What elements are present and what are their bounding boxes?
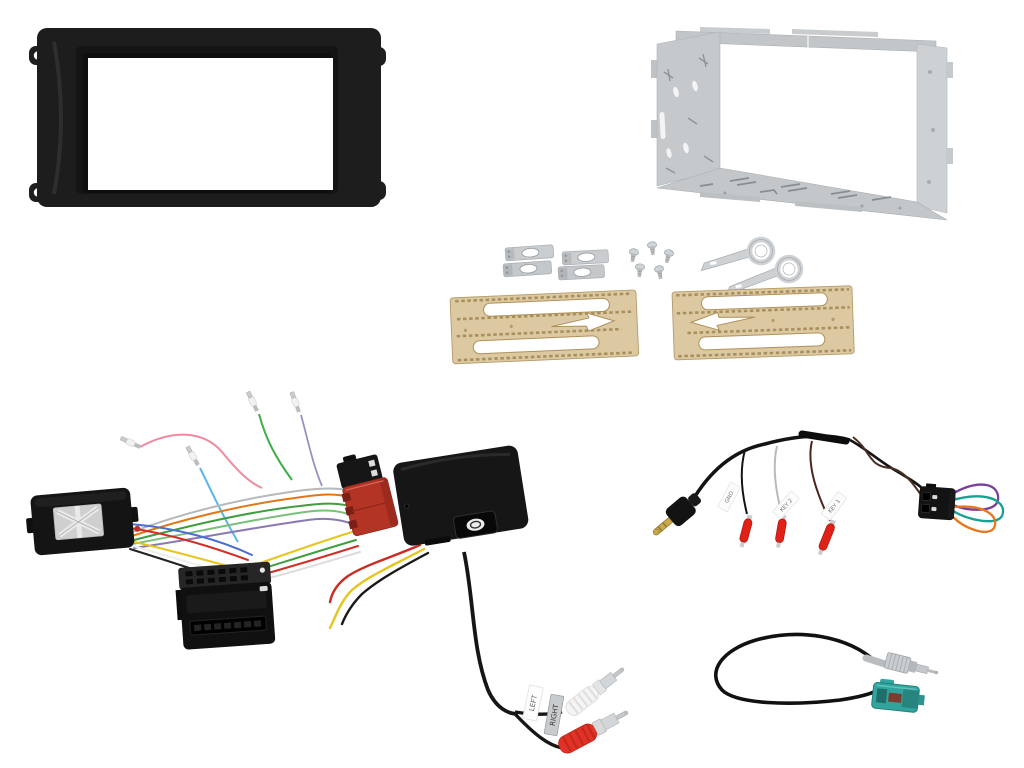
cable-sleeve [798, 430, 850, 445]
fascia-window [88, 58, 333, 190]
rca-left-label: LEFT [522, 684, 544, 722]
iso-connector-black [336, 454, 383, 489]
power-wires [328, 543, 430, 630]
cage-left-wall-holes [659, 80, 698, 158]
rca-right-label: RIGHT [543, 693, 565, 737]
antenna-adapter [714, 632, 939, 713]
crimp-terminal [119, 435, 141, 449]
screws [629, 241, 674, 280]
crimp-terminal [245, 390, 259, 412]
rca-cable [462, 551, 519, 716]
loose-terminal-wires [119, 390, 323, 543]
patch-connector [918, 483, 956, 521]
mounting-cage [651, 27, 953, 221]
metal-brackets [502, 244, 609, 281]
jack-3-5mm [652, 493, 702, 536]
patch-gnd-label-text: GND [724, 490, 735, 504]
removal-keys [700, 236, 804, 296]
patch-loop-wires [950, 483, 1005, 533]
cage-left-wall-slots [663, 53, 714, 174]
plate-arrow-cutout [689, 311, 756, 332]
removal-key-2 [726, 254, 804, 296]
iso-connector-red [341, 477, 399, 537]
quadlock-connector [175, 561, 276, 650]
side-plate-left [449, 289, 640, 365]
crimp-terminal [289, 391, 301, 413]
fascia-panel [29, 28, 386, 207]
cage-right-wall-holes [927, 70, 935, 184]
antenna-cable [714, 632, 878, 705]
antenna-ferrule [862, 654, 892, 669]
cage-floor-stamping [699, 177, 902, 210]
plate-arrow-cutout [551, 312, 616, 332]
fakra-connector [871, 678, 925, 713]
din-plug [884, 652, 939, 675]
fascia-bevel-highlight [52, 41, 63, 195]
patch-gnd-label: GND [717, 482, 741, 512]
bullet-terminal-key1 [817, 519, 836, 556]
removal-key-1 [700, 236, 776, 272]
bullet-terminal-key2 [775, 514, 787, 548]
rca-left-label-text: LEFT [528, 694, 539, 713]
cage-left-wall [656, 31, 721, 187]
bullet-terminal-gnd [739, 514, 753, 548]
swc-patch-lead: GND KEY 2 KEY 1 [652, 430, 1005, 556]
swc-interface-box [26, 487, 141, 556]
canbus-interface-box [393, 445, 529, 546]
patch-key2-label: KEY 2 [772, 490, 800, 520]
side-plate-right [671, 285, 855, 361]
rca-plug-white [565, 667, 625, 716]
rca-right-label-text: RIGHT [549, 703, 561, 727]
crimp-terminal [185, 445, 200, 466]
rca-plug-red [558, 710, 629, 754]
patch-key1-label: KEY 1 [821, 491, 847, 521]
